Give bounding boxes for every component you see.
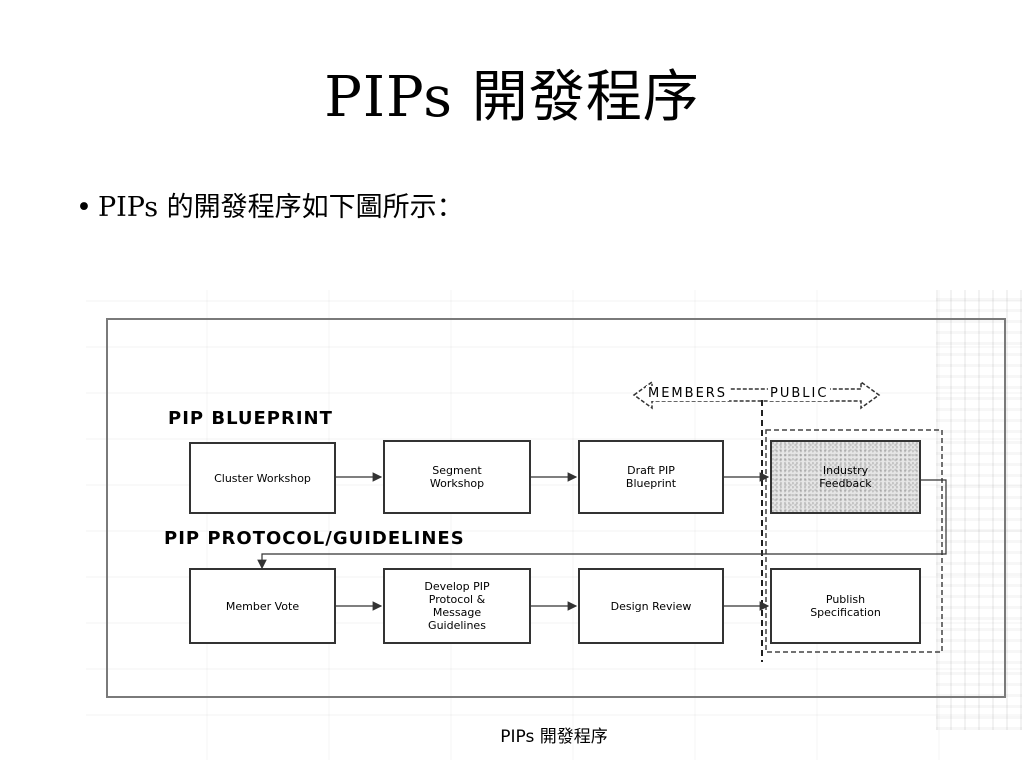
box-industry-feedback: Industry Feedback: [770, 440, 921, 514]
bullet-text: PIPs 的開發程序如下圖所示：: [97, 192, 464, 223]
box-design-review: Design Review: [578, 568, 724, 644]
box-draft-blueprint: Draft PIP Blueprint: [578, 440, 724, 514]
box-develop-protocol: Develop PIP Protocol & Message Guideline…: [383, 568, 531, 644]
process-figure: MEMBERS PUBLIC PIP BLUEPRINT PIP PROTOCO…: [86, 290, 1022, 760]
box-publish-specification: Publish Specification: [770, 568, 921, 644]
figure-ghost-right-strip: [936, 290, 1022, 730]
members-label: MEMBERS: [646, 386, 730, 401]
public-label: PUBLIC: [768, 386, 831, 401]
box-segment-workshop: Segment Workshop: [383, 440, 531, 514]
figure-caption: PIPs 開發程序: [500, 727, 608, 747]
slide-title: PIPs 開發程序: [324, 65, 700, 130]
figure-ghost-background: [86, 290, 1022, 760]
box-cluster-workshop: Cluster Workshop: [189, 442, 336, 514]
public-region: [765, 429, 943, 653]
diagram-frame: [106, 318, 1006, 698]
box-member-vote: Member Vote: [189, 568, 336, 644]
bullet-item: •PIPs 的開發程序如下圖所示：: [76, 188, 464, 228]
section-label-blueprint: PIP BLUEPRINT: [168, 408, 333, 429]
bullet-dot-icon: •: [76, 192, 92, 223]
section-label-protocol: PIP PROTOCOL/GUIDELINES: [164, 528, 465, 549]
diagram-connectors: [257, 380, 947, 662]
